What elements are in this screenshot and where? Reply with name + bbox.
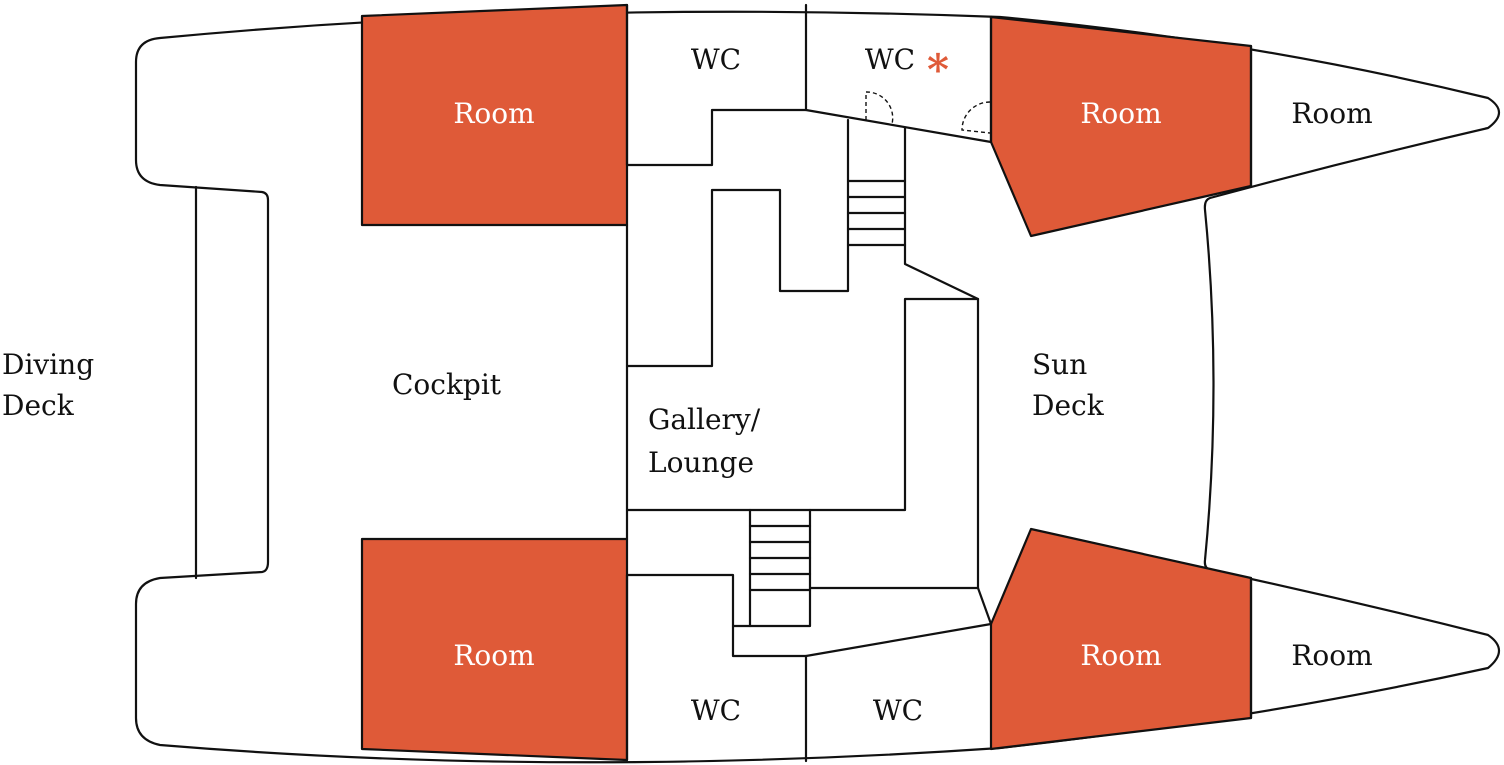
wc-top-right-walls — [804, 15, 993, 144]
cabin-inner-rect — [625, 297, 980, 590]
cabin-stair-top-right-wall — [903, 126, 980, 301]
room-bottom-middle-shape — [989, 527, 1253, 751]
gallery-lounge-label-line2: Lounge — [648, 446, 754, 479]
door-swing-wc-left — [865, 91, 894, 125]
room-top-left-label: Room — [453, 97, 534, 130]
wc-asterisk: * — [927, 45, 949, 94]
cabin-upper-step — [625, 118, 850, 368]
wc-bottom-left-walls — [625, 573, 808, 763]
wc-top-right-label: WC — [865, 43, 915, 76]
room-top-bow-label: Room — [1291, 97, 1372, 130]
cabin-lower-stair-walls — [748, 508, 812, 628]
gallery-lounge-label-line1: Gallery/ — [648, 403, 761, 436]
cockpit-label: Cockpit — [392, 368, 502, 401]
sun-deck-label-line2: Deck — [1032, 389, 1105, 422]
wc-bottom-right-label: WC — [873, 694, 923, 727]
room-top-middle-label: Room — [1080, 97, 1161, 130]
door-swing-wc-right — [961, 101, 991, 134]
diving-deck-label-line1: Diving — [2, 348, 94, 381]
wc-top-left-label: WC — [691, 43, 741, 76]
sun-deck-label-line1: Sun — [1032, 348, 1087, 381]
room-bottom-left-label: Room — [453, 639, 534, 672]
sun-deck-lower-edge — [976, 586, 993, 626]
wc-top-left-walls — [625, 3, 808, 167]
diving-deck-label-line2: Deck — [2, 389, 75, 422]
wc-bottom-right-walls — [804, 622, 993, 658]
stairs-bottom — [748, 524, 812, 592]
room-bottom-middle-label: Room — [1080, 639, 1161, 672]
wc-bottom-left-label: WC — [691, 694, 741, 727]
room-bottom-bow-label: Room — [1291, 639, 1372, 672]
stairs-top — [846, 179, 907, 247]
